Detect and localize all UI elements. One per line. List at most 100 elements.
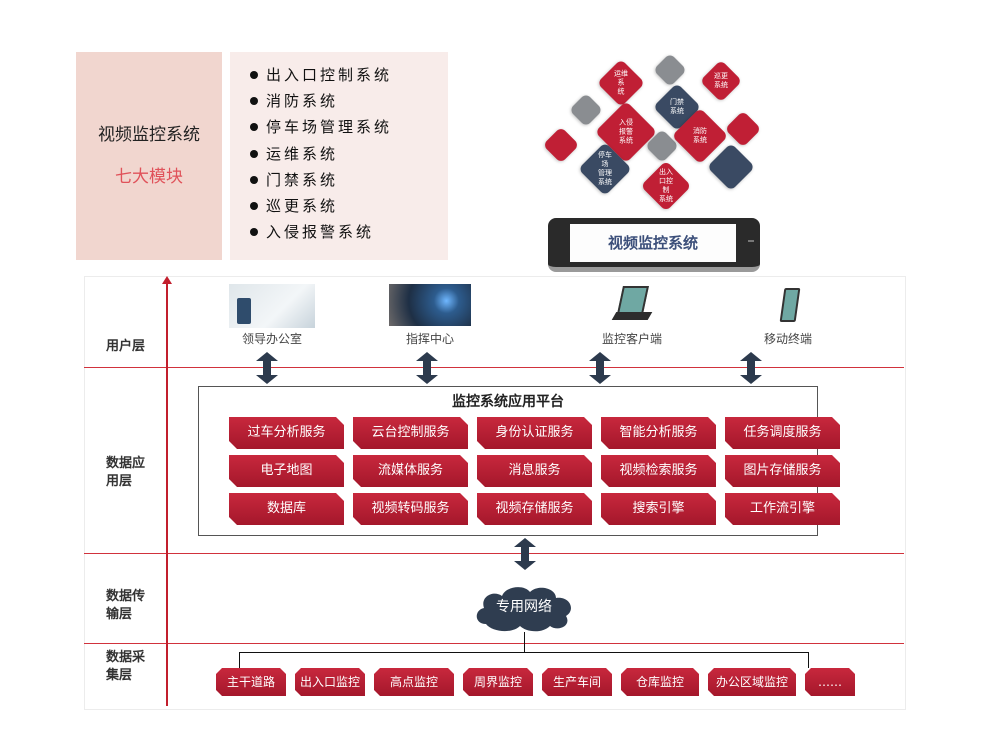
module-item: 停车场管理系统 [250, 114, 392, 140]
module-list-panel: 出入口控制系统 消防系统 停车场管理系统 运维系统 门禁系统 巡更系统 入侵报警… [230, 52, 448, 260]
module-list: 出入口控制系统 消防系统 停车场管理系统 运维系统 门禁系统 巡更系统 入侵报警… [250, 62, 392, 245]
layer-divider [84, 553, 904, 554]
module-label: 运维系统 [266, 144, 339, 163]
application-platform: 监控系统应用平台 过车分析服务云台控制服务身份认证服务智能分析服务任务调度服务电… [198, 386, 818, 536]
user-endpoint-mobile: 移动终端 [728, 288, 848, 347]
tablet-title: 视频监控系统 [607, 234, 698, 252]
bus-line [239, 652, 688, 653]
module-diamond [724, 110, 762, 148]
module-item: 出入口控制系统 [250, 62, 392, 88]
service-box: 任务调度服务 [725, 417, 840, 449]
layer-label-transport: 数据传 输层 [106, 589, 146, 622]
module-item: 消防系统 [250, 88, 392, 114]
service-box: 身份认证服务 [477, 417, 592, 449]
service-box: 视频存储服务 [477, 493, 592, 525]
service-box: 过车分析服务 [229, 417, 344, 449]
module-item: 入侵报警系统 [250, 219, 392, 245]
module-diamond-label: 消防 系统 [693, 127, 707, 144]
collection-point: 出入口监控 [295, 668, 365, 696]
collection-point-row: 主干道路出入口监控高点监控周界监控生产车间仓库监控办公区域监控…… [216, 668, 855, 696]
collection-point: 仓库监控 [621, 668, 699, 696]
bullet-icon [250, 97, 258, 106]
module-diamond-label: 入侵 报警 系统 [619, 118, 633, 145]
office-photo [229, 284, 315, 328]
module-label: 消防系统 [266, 92, 339, 111]
platform-title: 监控系统应用平台 [452, 394, 564, 410]
intro-title: 视频监控系统 [98, 125, 200, 145]
service-box: 搜索引擎 [601, 493, 716, 525]
service-box: 流媒体服务 [353, 455, 468, 487]
network-cloud-icon [476, 587, 571, 632]
module-diamond [542, 126, 580, 164]
service-box: 智能分析服务 [601, 417, 716, 449]
bullet-icon [250, 123, 258, 132]
user-endpoint-client: 监控客户端 [572, 284, 692, 347]
user-endpoint-label: 指挥中心 [405, 332, 454, 346]
module-item: 门禁系统 [250, 167, 392, 193]
service-box: 视频转码服务 [353, 493, 468, 525]
module-diamond-label: 停车场 管理系统 [598, 151, 612, 186]
collection-point: …… [805, 668, 855, 696]
module-diamond [653, 53, 687, 87]
double-arrow-icon [740, 352, 762, 384]
module-label: 出入口控制系统 [266, 66, 393, 85]
user-endpoint-office: 领导办公室 [212, 284, 332, 347]
collection-point: 周界监控 [463, 668, 533, 696]
service-box: 图片存储服务 [725, 455, 840, 487]
user-endpoint-command-center: 指挥中心 [370, 284, 490, 347]
module-diamond: 巡更系统 [699, 59, 743, 103]
module-label: 停车场管理系统 [266, 118, 393, 137]
laptop-icon [608, 284, 656, 326]
tablet-screen: 视频监控系统 [570, 224, 736, 262]
layer-label-application: 数据应 用层 [106, 456, 146, 489]
bullet-icon [250, 228, 258, 237]
tablet-home-button [748, 240, 754, 242]
module-label: 巡更系统 [266, 197, 339, 216]
mobile-phone-icon [778, 288, 801, 322]
double-arrow-icon [416, 352, 438, 384]
intro-subtitle: 七大模块 [115, 167, 183, 187]
layer-divider [84, 367, 904, 368]
layer-axis [166, 282, 168, 706]
service-box: 电子地图 [229, 455, 344, 487]
layer-label-collection: 数据采 集层 [106, 650, 146, 683]
bus-line [524, 632, 525, 652]
tablet-graphic: 视频监控系统 [548, 218, 760, 272]
layer-divider [84, 643, 904, 644]
bus-line [808, 652, 809, 668]
service-box: 云台控制服务 [353, 417, 468, 449]
network-label: 专用网络 [496, 599, 552, 615]
module-diamond-label: 门禁 系统 [670, 98, 684, 115]
module-label: 入侵报警系统 [266, 223, 375, 242]
double-arrow-icon [256, 352, 278, 384]
service-grid: 过车分析服务云台控制服务身份认证服务智能分析服务任务调度服务电子地图流媒体服务消… [229, 417, 840, 525]
user-endpoint-label: 移动终端 [763, 332, 812, 346]
collection-point: 高点监控 [374, 668, 454, 696]
bus-line [688, 652, 809, 653]
command-center-photo [389, 284, 471, 326]
service-box: 消息服务 [477, 455, 592, 487]
service-box: 视频检索服务 [601, 455, 716, 487]
module-item: 巡更系统 [250, 193, 392, 219]
bullet-icon [250, 202, 258, 211]
intro-title-panel: 视频监控系统 七大模块 [76, 52, 222, 260]
module-item: 运维系统 [250, 141, 392, 167]
module-diamond [569, 93, 603, 127]
architecture-frame [84, 276, 906, 710]
bullet-icon [250, 149, 258, 158]
module-diamond: 出入口控制 系统 [640, 160, 692, 212]
module-label: 门禁系统 [266, 170, 339, 189]
layer-label-user: 用户层 [106, 339, 146, 354]
collection-point: 办公区域监控 [708, 668, 796, 696]
double-arrow-icon [589, 352, 611, 384]
service-box: 工作流引擎 [725, 493, 840, 525]
service-box: 数据库 [229, 493, 344, 525]
module-diamond [706, 142, 756, 192]
collection-point: 生产车间 [542, 668, 612, 696]
user-endpoint-label: 监控客户端 [601, 332, 662, 346]
user-endpoint-label: 领导办公室 [241, 332, 302, 346]
module-diamond-label: 出入口控制 系统 [659, 168, 673, 203]
double-arrow-icon [514, 538, 536, 570]
module-diamond-label: 运维系 统 [614, 69, 628, 96]
bullet-icon [250, 175, 258, 184]
